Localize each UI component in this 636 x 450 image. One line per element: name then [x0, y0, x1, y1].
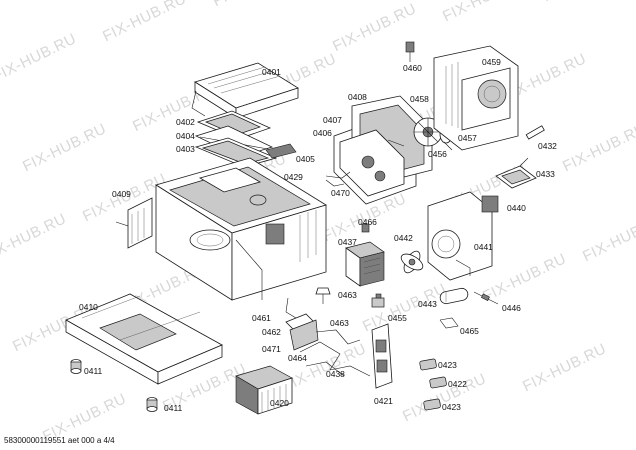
label-0405[interactable]: 0405	[296, 154, 315, 164]
label-0456[interactable]: 0456	[428, 149, 447, 159]
footer-doc-code: 58300000119551 aet 000 a 4/4	[4, 436, 115, 445]
label-0409[interactable]: 0409	[112, 189, 131, 199]
label-0402[interactable]: 0402	[176, 117, 195, 127]
part-0410-base-plate	[65, 293, 223, 385]
label-0466[interactable]: 0466	[358, 217, 377, 227]
label-0464[interactable]: 0464	[288, 353, 307, 363]
label-0429[interactable]: 0429	[284, 172, 303, 182]
label-0440[interactable]: 0440	[507, 203, 526, 213]
part-0443-capacitor	[439, 287, 469, 305]
label-0423-b[interactable]: 0423	[442, 402, 461, 412]
label-0458[interactable]: 0458	[410, 94, 429, 104]
label-0462[interactable]: 0462	[262, 327, 281, 337]
label-0470[interactable]: 0470	[331, 188, 350, 198]
part-0432-fuse	[525, 125, 545, 140]
label-0404[interactable]: 0404	[176, 131, 195, 141]
label-0471[interactable]: 0471	[262, 344, 281, 354]
part-0421-switch-bracket	[371, 323, 393, 389]
label-0433[interactable]: 0433	[536, 169, 555, 179]
part-0406-0408-control-frame	[325, 95, 433, 205]
part-0420-transformer	[235, 365, 293, 415]
part-0463-screw	[315, 287, 331, 304]
label-0401[interactable]: 0401	[262, 67, 281, 77]
label-0460[interactable]: 0460	[403, 63, 422, 73]
label-0411-b[interactable]: 0411	[164, 403, 183, 413]
label-0438[interactable]: 0438	[326, 369, 345, 379]
label-0441[interactable]: 0441	[474, 242, 493, 252]
part-0446-diode	[473, 291, 499, 305]
label-0461[interactable]: 0461	[252, 313, 271, 323]
label-0437[interactable]: 0437	[338, 237, 357, 247]
label-0463-a[interactable]: 0463	[338, 290, 357, 300]
label-0463-b[interactable]: 0463	[330, 318, 349, 328]
label-0423-a[interactable]: 0423	[438, 360, 457, 370]
label-0459[interactable]: 0459	[482, 57, 501, 67]
part-0460-switch	[405, 41, 415, 62]
part-0429-cavity	[155, 157, 327, 301]
part-0466	[361, 223, 370, 233]
part-0459-back-panel	[433, 45, 519, 151]
part-0437-magnetron	[345, 241, 385, 287]
part-0409-side-panel	[115, 197, 153, 249]
part-0441-fan-housing	[427, 191, 499, 281]
part-0433-board	[495, 157, 537, 189]
part-0462-0438-wiring	[285, 297, 371, 377]
part-0402-0404-0403-rails	[194, 110, 297, 168]
part-0422-0423-switches	[419, 358, 447, 411]
label-0406[interactable]: 0406	[313, 128, 332, 138]
label-0432[interactable]: 0432	[538, 141, 557, 151]
label-0443[interactable]: 0443	[418, 299, 437, 309]
label-0407[interactable]: 0407	[323, 115, 342, 125]
label-0457[interactable]: 0457	[458, 133, 477, 143]
label-0422[interactable]: 0422	[448, 379, 467, 389]
part-0411-feet	[70, 359, 158, 412]
label-0465[interactable]: 0465	[460, 326, 479, 336]
part-0455-switch	[371, 293, 385, 308]
part-0470-connector	[325, 179, 345, 187]
label-0411-a[interactable]: 0411	[84, 366, 103, 376]
label-0446[interactable]: 0446	[502, 303, 521, 313]
label-0421[interactable]: 0421	[374, 396, 393, 406]
part-0465-bracket	[439, 317, 459, 329]
label-0455[interactable]: 0455	[388, 313, 407, 323]
label-0410[interactable]: 0410	[79, 302, 98, 312]
part-0458-fan	[413, 117, 453, 151]
label-0403[interactable]: 0403	[176, 144, 195, 154]
part-0401-top-cover	[191, 62, 299, 119]
label-0442[interactable]: 0442	[394, 233, 413, 243]
label-0408[interactable]: 0408	[348, 92, 367, 102]
part-0442-fan-blade	[400, 250, 424, 274]
label-0420[interactable]: 0420	[270, 398, 289, 408]
